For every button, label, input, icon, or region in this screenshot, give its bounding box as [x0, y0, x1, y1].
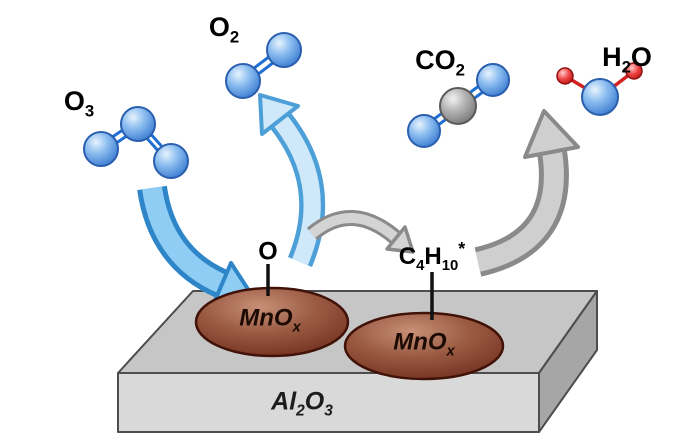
mnox-particle-1 [194, 286, 350, 358]
o3-atom-2 [120, 106, 156, 142]
h2o-molecule [556, 62, 643, 116]
co2-oxygen-1 [407, 114, 441, 148]
o3-atom-3 [153, 143, 189, 179]
o2-molecule [225, 32, 302, 99]
co2-carbon [439, 87, 477, 125]
h2o-hydrogen-1 [556, 67, 574, 85]
o3-label: O3 [63, 85, 95, 121]
c4h10-to-products-arrow [474, 109, 580, 277]
mnox-label-2: MnOx [393, 328, 455, 360]
co2-label: CO2 [415, 44, 465, 80]
o-to-c4h10-arrow [306, 209, 415, 254]
mnox-label-1: MnOx [239, 304, 301, 336]
o3-molecule [83, 106, 189, 179]
o2-atom-2 [266, 32, 302, 68]
h2o-hydrogen-2 [625, 62, 643, 80]
h2o-oxygen [581, 78, 619, 116]
o2-atom-1 [225, 63, 261, 99]
surface-to-o2-arrow [258, 93, 326, 267]
co2-molecule [407, 63, 510, 148]
h2o-label: H2O [602, 41, 652, 77]
o3-to-surface-arrow [137, 185, 255, 307]
al2o3-label: Al2O3 [271, 387, 333, 420]
mnox-particle-2 [343, 311, 505, 381]
c4h10-label: C4H10* [398, 239, 466, 274]
co2-oxygen-2 [476, 63, 510, 97]
surface-oxygen-label: O [258, 237, 278, 266]
o2-label: O2 [208, 11, 240, 47]
o3-atom-1 [83, 131, 119, 167]
